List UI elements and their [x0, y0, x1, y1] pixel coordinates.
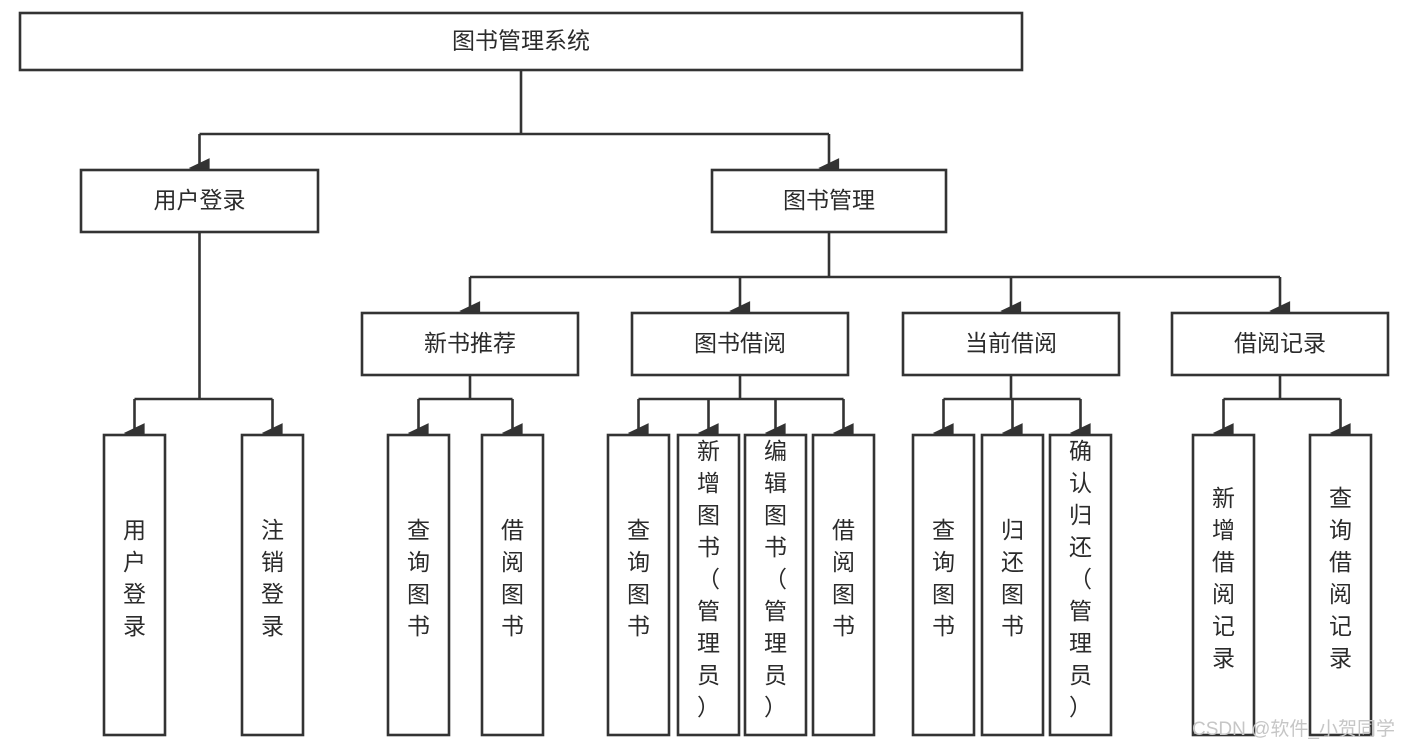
- node-label-user-login-do: 用户登录: [123, 517, 146, 639]
- node-label-add-borrow-record: 新增借阅记录: [1212, 485, 1235, 671]
- node-user-login-do[interactable]: 用户登录: [102, 433, 167, 737]
- node-box-borrow-records: [1170, 311, 1390, 377]
- node-box-return-book: [980, 433, 1045, 737]
- node-label-return-book: 归还图书: [1001, 517, 1024, 639]
- node-label-user-login: 用户登录: [154, 187, 246, 213]
- node-label-query-book-3: 查询图书: [932, 517, 955, 639]
- node-book-borrow[interactable]: 图书借阅: [630, 311, 850, 377]
- node-box-user-login-do: [102, 433, 167, 737]
- node-box-query-book-1: [386, 433, 451, 737]
- connector-layer: [123, 70, 1351, 443]
- node-box-user-login: [79, 168, 320, 234]
- node-box-user-logout: [240, 433, 305, 737]
- node-box-add-borrow-record: [1191, 433, 1256, 737]
- node-user-login[interactable]: 用户登录: [79, 168, 320, 234]
- node-box-new-book-recommend: [360, 311, 580, 377]
- node-box-add-book-admin: [676, 433, 741, 737]
- node-label-root: 图书管理系统: [452, 28, 590, 54]
- node-box-root: [18, 11, 1024, 72]
- node-borrow-book-2[interactable]: 借阅图书: [811, 433, 876, 737]
- node-box-book-management: [710, 168, 948, 234]
- node-label-borrow-records: 借阅记录: [1234, 330, 1326, 356]
- node-label-query-book-1: 查询图书: [407, 517, 430, 639]
- node-query-book-2[interactable]: 查询图书: [606, 433, 671, 737]
- node-label-borrow-book-2: 借阅图书: [832, 517, 855, 639]
- node-return-book[interactable]: 归还图书: [980, 433, 1045, 737]
- node-box-book-borrow: [630, 311, 850, 377]
- node-new-book-recommend[interactable]: 新书推荐: [360, 311, 580, 377]
- node-current-borrow[interactable]: 当前借阅: [901, 311, 1121, 377]
- node-add-borrow-record[interactable]: 新增借阅记录: [1191, 433, 1256, 737]
- node-root[interactable]: 图书管理系统: [18, 11, 1024, 72]
- node-label-current-borrow: 当前借阅: [965, 330, 1057, 356]
- node-label-edit-book-admin: 编辑图书（管理员）: [764, 438, 787, 720]
- node-label-book-management: 图书管理: [783, 187, 875, 213]
- node-query-book-3[interactable]: 查询图书: [911, 433, 976, 737]
- node-confirm-return-admin[interactable]: 确认归还（管理员）: [1048, 433, 1113, 737]
- node-label-borrow-book-1: 借阅图书: [501, 517, 524, 639]
- node-box-current-borrow: [901, 311, 1121, 377]
- node-borrow-book-1[interactable]: 借阅图书: [480, 433, 545, 737]
- node-label-query-borrow-record: 查询借阅记录: [1329, 485, 1352, 671]
- node-label-new-book-recommend: 新书推荐: [424, 330, 516, 356]
- node-layer: 图书管理系统用户登录用户登录注销登录图书管理新书推荐查询图书借阅图书图书借阅查询…: [18, 11, 1390, 737]
- node-label-user-logout: 注销登录: [261, 517, 284, 639]
- node-label-confirm-return-admin: 确认归还（管理员）: [1069, 438, 1092, 720]
- node-edit-book-admin[interactable]: 编辑图书（管理员）: [743, 433, 808, 737]
- node-label-query-book-2: 查询图书: [627, 517, 650, 639]
- node-borrow-records[interactable]: 借阅记录: [1170, 311, 1390, 377]
- node-book-management[interactable]: 图书管理: [710, 168, 948, 234]
- node-add-book-admin[interactable]: 新增图书（管理员）: [676, 433, 741, 737]
- node-label-book-borrow: 图书借阅: [694, 330, 786, 356]
- node-label-add-book-admin: 新增图书（管理员）: [697, 438, 720, 720]
- node-box-edit-book-admin: [743, 433, 808, 737]
- node-box-confirm-return-admin: [1048, 433, 1113, 737]
- node-box-borrow-book-1: [480, 433, 545, 737]
- node-query-book-1[interactable]: 查询图书: [386, 433, 451, 737]
- node-query-borrow-record[interactable]: 查询借阅记录: [1308, 433, 1373, 737]
- node-box-query-borrow-record: [1308, 433, 1373, 737]
- node-box-query-book-3: [911, 433, 976, 737]
- node-box-query-book-2: [606, 433, 671, 737]
- node-box-borrow-book-2: [811, 433, 876, 737]
- node-user-logout[interactable]: 注销登录: [240, 433, 305, 737]
